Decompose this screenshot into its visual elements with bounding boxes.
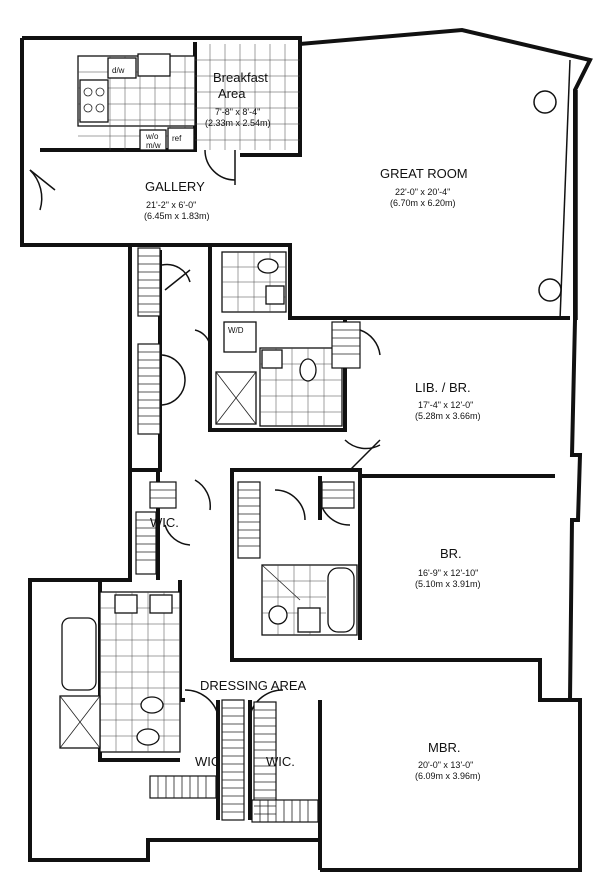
wic-left-name: WIC <box>195 754 220 769</box>
bidet-icon <box>136 728 160 746</box>
powder-room <box>221 251 287 313</box>
refrigerator <box>167 127 195 151</box>
breakfast-name: Breakfast <box>213 70 268 85</box>
great-room-dims-metric: (6.70m x 6.20m) <box>390 198 456 208</box>
bedroom-dims-metric: (5.10m x 3.91m) <box>415 579 481 589</box>
dishwasher-label: d/w <box>112 66 125 75</box>
washer-dryer-label: W/D <box>228 326 244 335</box>
gallery-dims: 21'-2" x 6'-0" <box>146 200 196 210</box>
breakfast-name: Area <box>218 86 246 101</box>
dishwasher <box>107 57 137 79</box>
library-name: LIB. / BR. <box>415 380 471 395</box>
kitchen-sink <box>137 53 171 77</box>
washer-microwave-label: w/o <box>145 132 159 141</box>
toilet-icon <box>268 605 288 625</box>
library-dims: 17'-4" x 12'-0" <box>418 400 473 410</box>
kitchen <box>77 44 300 151</box>
bedroom-name: BR. <box>440 546 462 561</box>
wic-small-name: WIC. <box>150 515 179 530</box>
gallery-dims-metric: (6.45m x 1.83m) <box>144 211 210 221</box>
sink-icon <box>297 607 321 633</box>
toilet-icon <box>299 358 317 382</box>
sink-icon <box>265 285 285 305</box>
washer-microwave <box>139 129 167 151</box>
toilet-icon <box>140 696 164 714</box>
great-room-dims: 22'-0" x 20'-4" <box>395 187 450 197</box>
washer-microwave-label: m/w <box>146 141 161 150</box>
washer-dryer <box>223 321 257 353</box>
master-bedroom-dims-metric: (6.09m x 3.96m) <box>415 771 481 781</box>
sink-icon <box>261 349 283 369</box>
exterior-walls <box>20 27 593 872</box>
breakfast-dims: 7'-8" x 8'-4" <box>215 107 260 117</box>
library-bathroom <box>215 347 343 427</box>
closet-shelving <box>135 247 361 823</box>
bathtub <box>327 567 355 633</box>
wic-right-name: WIC. <box>266 754 295 769</box>
master-bedroom-name: MBR. <box>428 740 461 755</box>
bedroom-dims: 16'-9" x 12'-10" <box>418 568 478 578</box>
great-room-name: GREAT ROOM <box>380 166 468 181</box>
master-bathroom <box>59 591 181 753</box>
toilet-icon <box>257 258 279 274</box>
dressing-area-name: DRESSING AREA <box>200 678 307 693</box>
library-dims-metric: (5.28m x 3.66m) <box>415 411 481 421</box>
bathtub <box>61 617 97 691</box>
column-circle <box>533 90 557 114</box>
range-cooktop <box>79 79 109 123</box>
sink-icon <box>149 594 173 614</box>
gallery-name: GALLERY <box>145 179 205 194</box>
sink-icon <box>114 594 138 614</box>
master-bedroom-dims: 20'-0" x 13'-0" <box>418 760 473 770</box>
column-circle <box>538 278 562 302</box>
refrigerator-label: ref <box>172 134 182 143</box>
breakfast-dims-metric: (2.33m x 2.54m) <box>205 118 271 128</box>
bedroom-bathroom <box>261 564 358 636</box>
